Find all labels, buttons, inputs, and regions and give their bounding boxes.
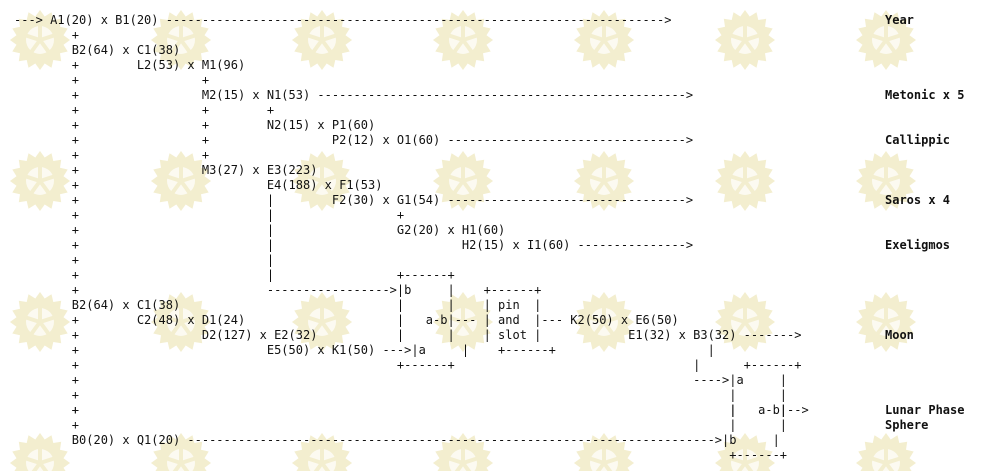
diagram-line: + | a-b|--> <box>14 403 816 417</box>
diagram-line: + ----------------->|b | +------+ <box>14 283 542 297</box>
diagram-line: + E4(188) x F1(53) <box>14 178 383 192</box>
diagram-line: + | | <box>14 418 788 432</box>
gear-icon <box>10 10 70 70</box>
gear-icon <box>151 10 211 70</box>
gear-icon <box>433 151 493 211</box>
diagram-line: +------+ <box>14 448 788 462</box>
gear-icon <box>715 433 775 471</box>
gear-icon <box>856 433 916 471</box>
gear-icon <box>151 292 211 352</box>
gear-icon <box>151 433 211 471</box>
gear-icon <box>292 10 352 70</box>
gear-icon <box>433 10 493 70</box>
diagram-line: + | G2(20) x H1(60) <box>14 223 506 237</box>
diagram-line: + M2(15) x N1(53) ----------------------… <box>14 88 701 102</box>
gear-icon <box>574 292 634 352</box>
output-label-sphere: Sphere <box>885 418 929 432</box>
gear-icon <box>10 292 70 352</box>
gear-icon <box>292 433 352 471</box>
gear-icon <box>856 10 916 70</box>
diagram-line: + | F2(30) x G1(54) --------------------… <box>14 193 701 207</box>
diagram-line: B2(64) x C1(38) <box>14 43 181 57</box>
gear-icon <box>292 292 352 352</box>
diagram-line: + | + <box>14 208 405 222</box>
gear-icon <box>715 292 775 352</box>
gear-icon <box>292 151 352 211</box>
diagram-line: + | | <box>14 388 788 402</box>
diagram-line: + + P2(12) x O1(60) --------------------… <box>14 133 701 147</box>
gear-icon <box>856 292 916 352</box>
diagram-line: + L2(53) x M1(96) <box>14 58 246 72</box>
output-label-lunar-phase: Lunar Phase <box>885 403 965 417</box>
gear-icon <box>10 151 70 211</box>
output-label-year: Year <box>885 13 914 27</box>
diagram-line: + + <box>14 148 210 162</box>
diagram-line: + ---->|a | <box>14 373 788 387</box>
output-label-saros: Saros x 4 <box>885 193 951 207</box>
diagram-line: + M3(27) x E3(223) <box>14 163 318 177</box>
diagram-line: + + N2(15) x P1(60) <box>14 118 376 132</box>
gear-icon <box>574 151 634 211</box>
gear-icon <box>574 433 634 471</box>
gear-icon <box>715 151 775 211</box>
output-label-moon: Moon <box>885 328 914 342</box>
diagram-line: + | | <box>14 403 788 417</box>
diagram-line: + + + <box>14 103 275 117</box>
gear-icon <box>151 151 211 211</box>
diagram-line: + E5(50) x K1(50) --->|a | +------+ | <box>14 343 715 357</box>
gear-icon <box>574 10 634 70</box>
diagram-line: B0(20) x Q1(20) ------------------------… <box>14 433 780 447</box>
gear-icon <box>715 10 775 70</box>
diagram-line: + <box>14 28 80 42</box>
gear-icon <box>10 433 70 471</box>
output-label-exeligmos: Exeligmos <box>885 238 951 252</box>
diagram-line: + | <box>14 253 275 267</box>
diagram-line: + | +------+ <box>14 268 455 282</box>
diagram-line: + C2(48) x D1(24) | a-b|--- | and |--- K… <box>14 313 679 327</box>
gear-icon <box>433 292 493 352</box>
diagram-line: + +------+ | +------+ <box>14 358 802 372</box>
diagram-line: + | H2(15) x I1(60) ---------------> <box>14 238 701 252</box>
diagram-line: B2(64) x C1(38) | | | pin | <box>14 298 542 312</box>
diagram-line: + D2(127) x E2(32) | | | slot | E1(32) x… <box>14 328 809 342</box>
diagram-line: ---> A1(20) x B1(20) -------------------… <box>14 13 679 27</box>
diagram-line: + + <box>14 73 210 87</box>
gear-icon <box>856 151 916 211</box>
output-label-callippic: Callippic <box>885 133 951 147</box>
gear-icon <box>433 433 493 471</box>
output-label-metonic: Metonic x 5 <box>885 88 965 102</box>
